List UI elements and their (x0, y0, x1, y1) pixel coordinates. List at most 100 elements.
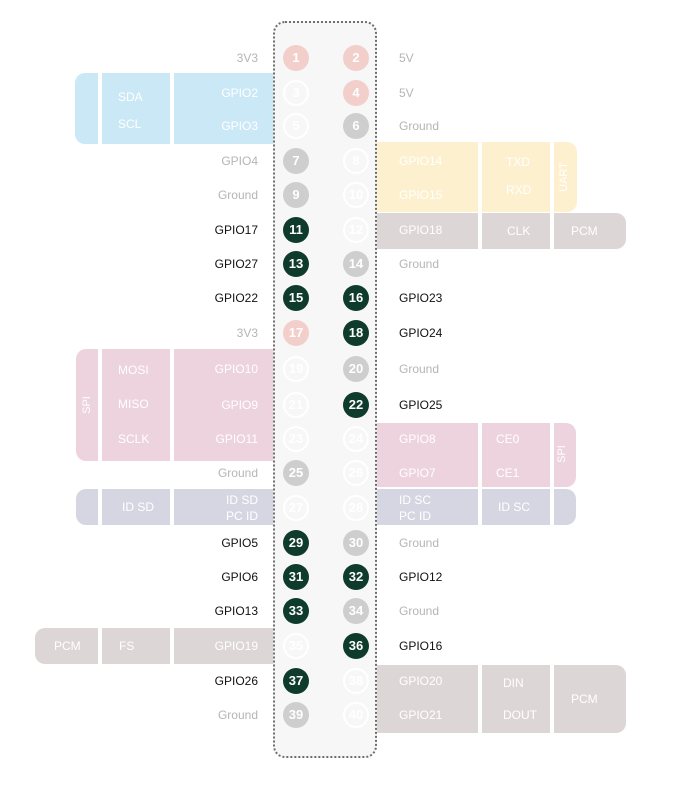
pin-18: 18 (343, 320, 369, 346)
uart-group (337, 142, 577, 212)
pin-38-label: GPIO20 (399, 674, 443, 688)
pin-25-label: Ground (217, 466, 258, 480)
group-divider (98, 628, 102, 664)
pin-19: 19 (283, 356, 309, 382)
pin-19-label: GPIO10 (214, 362, 258, 376)
spi-ce0-label: CE0 (496, 432, 520, 446)
pin-31: 31 (283, 564, 309, 590)
pin-33: 33 (283, 598, 309, 624)
pin-1: 1 (283, 45, 309, 71)
pin-20-label: Ground (399, 362, 440, 376)
i2c-sda-label: SDA (118, 90, 143, 104)
spi-left-group-name: SPI (81, 396, 93, 414)
pin-10: 10 (343, 182, 369, 208)
pcm-din-label: DIN (503, 676, 524, 690)
group-divider (170, 349, 174, 461)
pin-36: 36 (343, 633, 369, 659)
pin-35: 35 (283, 633, 309, 659)
group-divider (550, 665, 554, 733)
group-divider (478, 489, 482, 525)
pin-8-label: GPIO14 (399, 154, 443, 168)
pin-2: 2 (343, 45, 369, 71)
group-divider (478, 423, 482, 487)
pin-30-label: Ground (399, 536, 440, 550)
pin-21-label: GPIO9 (221, 398, 258, 412)
pin-10-label: GPIO15 (399, 188, 443, 202)
spi-sclk-label: SCLK (118, 432, 150, 446)
pin-14: 14 (343, 251, 369, 277)
pin-17-label: 3V3 (236, 326, 258, 340)
pin-39: 39 (283, 702, 309, 728)
pin-25: 25 (283, 460, 309, 486)
pin-12-label: GPIO18 (399, 223, 443, 237)
pin-29-label: GPIO5 (221, 536, 258, 550)
pin-31-label: GPIO6 (221, 570, 258, 584)
pin-26-label: GPIO7 (399, 466, 436, 480)
group-divider (170, 489, 174, 525)
spi-ce1-label: CE1 (496, 466, 520, 480)
pin-15: 15 (283, 285, 309, 311)
pin-37: 37 (283, 668, 309, 694)
pin-33-label: GPIO13 (214, 604, 258, 618)
pin-9-label: Ground (217, 188, 258, 202)
spi-right-group-name: SPI (556, 445, 568, 463)
pin-24-label: GPIO8 (399, 432, 436, 446)
pin-40: 40 (343, 702, 369, 728)
pin-24: 24 (343, 426, 369, 452)
pin-29: 29 (283, 530, 309, 556)
pin-15-label: GPIO22 (214, 291, 258, 305)
pin-40-label: GPIO21 (399, 708, 443, 722)
pin-6: 6 (343, 113, 369, 139)
pin-22-label: GPIO25 (399, 398, 443, 412)
uart-group-name: UART (558, 162, 570, 192)
group-divider (170, 73, 174, 144)
pin-11: 11 (283, 217, 309, 243)
pin-5-label: GPIO3 (221, 119, 258, 133)
pin-32: 32 (343, 564, 369, 590)
pin-22: 22 (343, 392, 369, 418)
pin-12: 12 (343, 217, 369, 243)
id-sc-func-label: ID SC (498, 500, 531, 514)
group-divider (550, 142, 554, 212)
pin-8: 8 (343, 148, 369, 174)
pin-11-label: GPIO17 (214, 223, 258, 237)
pin-28: 28 (343, 495, 369, 521)
pin-4: 4 (343, 80, 369, 106)
pin-13: 13 (283, 251, 309, 277)
pin-7-label: GPIO4 (221, 154, 258, 168)
pin-1-label: 3V3 (236, 51, 258, 65)
pcm-dout-label: DOUT (503, 708, 537, 722)
pin-32-label: GPIO12 (399, 570, 443, 584)
pin-36-label: GPIO16 (399, 639, 443, 653)
pin-38: 38 (343, 668, 369, 694)
pin-9: 9 (283, 182, 309, 208)
group-divider (478, 142, 482, 212)
pin-7: 7 (283, 148, 309, 174)
group-divider (170, 628, 174, 664)
uart-rxd-label: RXD (506, 183, 532, 197)
group-divider (478, 665, 482, 733)
group-divider (550, 213, 554, 249)
pcm-clk-group-name: PCM (571, 224, 598, 238)
group-divider (550, 489, 554, 525)
group-divider (98, 489, 102, 525)
pin-30: 30 (343, 530, 369, 556)
id-sd-func-label: ID SD (122, 500, 155, 514)
pin-14-label: Ground (399, 257, 440, 271)
pin-34: 34 (343, 598, 369, 624)
pin-2-label: 5V (399, 51, 414, 65)
pin-37-label: GPIO26 (214, 674, 258, 688)
spi-miso-label: MISO (118, 397, 149, 411)
pin-3-label: GPIO2 (221, 86, 258, 100)
spi-mosi-label: MOSI (118, 363, 149, 377)
pin-16: 16 (343, 285, 369, 311)
pin-20: 20 (343, 356, 369, 382)
pin-18-label: GPIO24 (399, 326, 443, 340)
pin-4-label: 5V (399, 86, 414, 100)
pin-6-label: Ground (399, 119, 440, 133)
pin-23-label: GPIO11 (215, 432, 258, 446)
pin-3: 3 (283, 80, 309, 106)
uart-txd-label: TXD (506, 155, 530, 169)
